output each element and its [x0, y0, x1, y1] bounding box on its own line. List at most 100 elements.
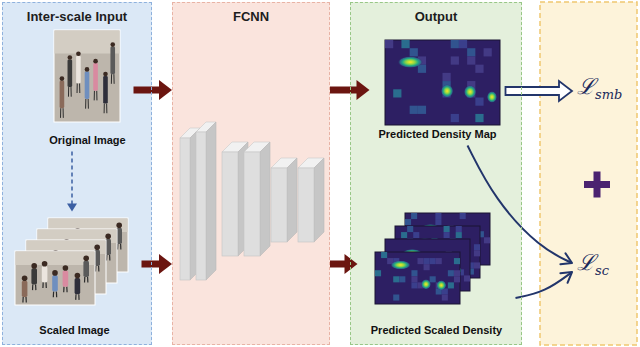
layer-block	[271, 158, 297, 242]
arrow-head	[159, 254, 172, 274]
plus-bar	[594, 172, 601, 198]
person-head	[83, 256, 89, 262]
loss-subscript: sc	[595, 263, 609, 278]
connector-line	[330, 87, 358, 94]
connector	[468, 146, 573, 265]
connector	[67, 152, 77, 212]
person-leg	[42, 282, 43, 288]
network-panel: FCNN	[172, 2, 330, 345]
density-cell	[424, 264, 430, 270]
person-leg	[56, 292, 57, 298]
density-peak	[487, 91, 497, 103]
loss-subscript: smb	[595, 87, 622, 102]
density-cell	[435, 213, 441, 219]
density-stack-item: Predicted Scaled Density	[358, 210, 516, 342]
loss-letter: ℒ	[577, 74, 595, 99]
density-cell	[407, 226, 413, 232]
person-body	[52, 275, 58, 291]
panel-fill	[172, 2, 330, 345]
connector	[330, 254, 358, 274]
layer-block	[298, 158, 324, 242]
person-leg	[63, 287, 64, 293]
person-body	[76, 56, 81, 84]
block-side	[260, 142, 270, 256]
density-cell	[460, 213, 466, 219]
connector-line	[330, 261, 346, 268]
density-cell	[454, 258, 460, 264]
density-cell	[451, 114, 459, 122]
loss-term: ℒsc	[572, 248, 614, 286]
loss-panel	[540, 2, 637, 345]
person-leg	[96, 91, 97, 101]
person-leg	[63, 108, 64, 118]
density-peak	[421, 279, 431, 289]
photo-pavement	[55, 31, 120, 54]
crowd-photo	[15, 251, 95, 305]
person-figure	[85, 67, 90, 109]
person-leg	[32, 284, 33, 290]
person-leg	[75, 294, 76, 300]
person-head	[68, 55, 73, 60]
density-cell	[430, 258, 436, 264]
person-figure	[110, 42, 115, 84]
person-body	[83, 261, 89, 277]
density-peak	[390, 260, 410, 269]
loss-symbol: ℒsmb	[577, 74, 622, 108]
density-cell	[430, 276, 436, 282]
density-cell	[405, 219, 411, 225]
person-leg	[94, 91, 95, 101]
density-cell	[435, 219, 441, 225]
panel-title: Inter-scale Input	[3, 3, 151, 24]
connector-line	[134, 87, 161, 94]
person-body	[31, 268, 37, 284]
arrow-head	[357, 80, 370, 100]
density-cell	[474, 244, 480, 250]
image-item: Original Image	[42, 26, 134, 152]
person-leg	[79, 83, 80, 93]
arrow-head	[560, 272, 572, 283]
density-cell	[410, 48, 418, 56]
person-leg	[87, 277, 88, 283]
scaled-density-stack	[375, 213, 490, 304]
person-body	[60, 81, 65, 109]
person-leg	[85, 99, 86, 109]
person-figure	[93, 59, 98, 101]
density-cell	[456, 232, 462, 238]
person-leg	[106, 104, 107, 114]
density-cell	[393, 276, 399, 282]
person-leg	[109, 255, 110, 261]
connector	[142, 254, 173, 274]
density-cell	[410, 106, 418, 114]
person-head	[22, 276, 28, 282]
block-front	[222, 152, 238, 256]
density-cell	[475, 98, 483, 106]
panel-title: FCNN	[173, 3, 329, 24]
connector	[516, 272, 573, 298]
person-body	[63, 270, 69, 286]
connector	[506, 81, 573, 101]
density-cell	[451, 40, 459, 48]
panel-fill	[350, 2, 522, 345]
density-map	[385, 40, 500, 125]
loss-letter: ℒ	[577, 250, 595, 275]
item-caption: Scaled Image	[39, 324, 109, 342]
density-cell	[399, 276, 405, 282]
plus-symbol	[584, 172, 610, 198]
item-caption: Original Image	[49, 134, 125, 152]
density-cell	[464, 275, 470, 281]
person-body	[68, 59, 73, 87]
density-map-item: Predicted Density Map	[370, 34, 506, 146]
photo-ground	[15, 251, 95, 305]
block-side	[314, 158, 324, 242]
person-figure	[75, 273, 81, 300]
person-body	[75, 278, 81, 294]
density-cell	[459, 40, 467, 48]
density-cell	[393, 89, 401, 97]
person-leg	[53, 292, 54, 298]
connector-line	[468, 146, 573, 264]
block-side	[287, 158, 297, 242]
image-stack-item: Scaled Image	[8, 212, 142, 342]
density-cell	[443, 73, 451, 81]
